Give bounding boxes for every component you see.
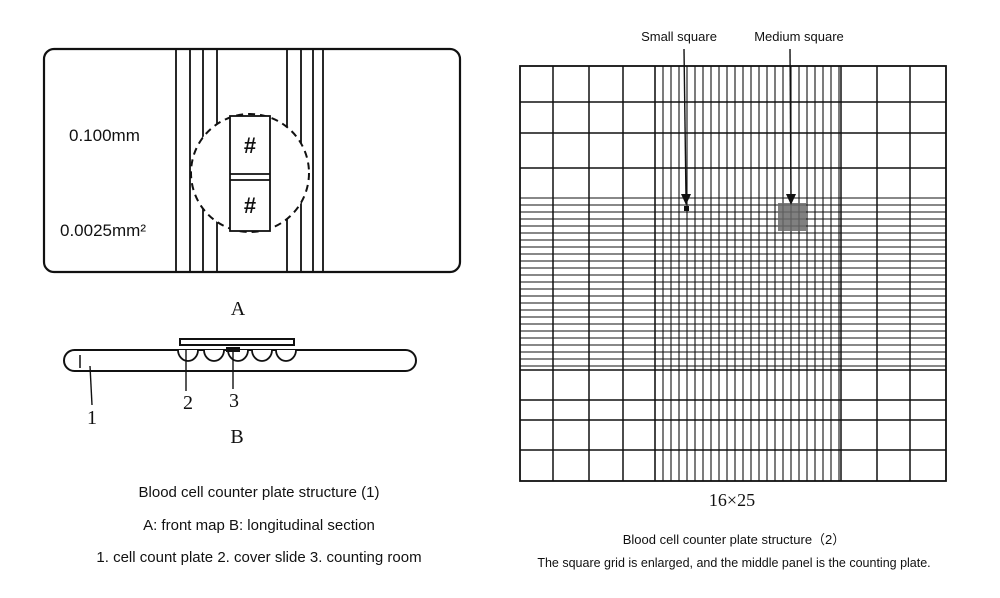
left-caption: Blood cell counter plate structure (1) A… xyxy=(96,484,421,566)
grid-lines xyxy=(520,66,946,481)
part-leader-lines xyxy=(89,350,234,406)
caption-subtitle-2: The square grid is enlarged, and the mid… xyxy=(537,556,930,570)
caption-title-1: Blood cell counter plate structure (1) xyxy=(139,484,380,501)
view-b-label: B xyxy=(230,426,243,448)
area-measure-label: 0.0025mm² xyxy=(60,221,146,240)
slide-vertical-lines xyxy=(175,49,324,272)
grid-dimension-label: 16×25 xyxy=(709,490,755,510)
enlarged-grid xyxy=(519,65,947,482)
caption-title-2: Blood cell counter plate structure（2） xyxy=(623,532,846,547)
front-view: # # 0.100mm 0.0025mm² A xyxy=(42,47,462,320)
longitudinal-section: 1 2 3 B xyxy=(63,338,417,448)
small-square-label: Small square xyxy=(641,29,717,44)
medium-square-highlight xyxy=(778,203,806,231)
grid-hash-lower: # xyxy=(244,193,256,218)
medium-square-label: Medium square xyxy=(754,29,844,44)
medium-square-arrowhead xyxy=(786,194,796,205)
grid-annotations: Small square Medium square 16×25 Blood c… xyxy=(537,29,930,570)
small-square-arrowhead xyxy=(681,194,691,205)
grid-outline xyxy=(519,65,947,482)
caption-subtitle-1: A: front map B: longitudinal section xyxy=(143,517,375,534)
chamber-grooves xyxy=(177,349,297,362)
view-a-label: A xyxy=(231,298,246,320)
grid-hash-upper: # xyxy=(244,133,256,158)
small-square-marker xyxy=(684,206,689,211)
slide-outline xyxy=(42,47,462,274)
part-3-label: 3 xyxy=(229,390,239,412)
counting-chamber xyxy=(226,347,240,352)
caption-parts-legend: 1. cell count plate 2. cover slide 3. co… xyxy=(96,549,421,566)
depth-measure-label: 0.100mm xyxy=(69,126,140,145)
part-2-label: 2 xyxy=(183,392,193,414)
small-square-pointer xyxy=(683,48,687,199)
medium-square-pointer xyxy=(789,48,792,199)
part-1-label: 1 xyxy=(87,407,97,429)
cover-slide xyxy=(179,338,295,346)
